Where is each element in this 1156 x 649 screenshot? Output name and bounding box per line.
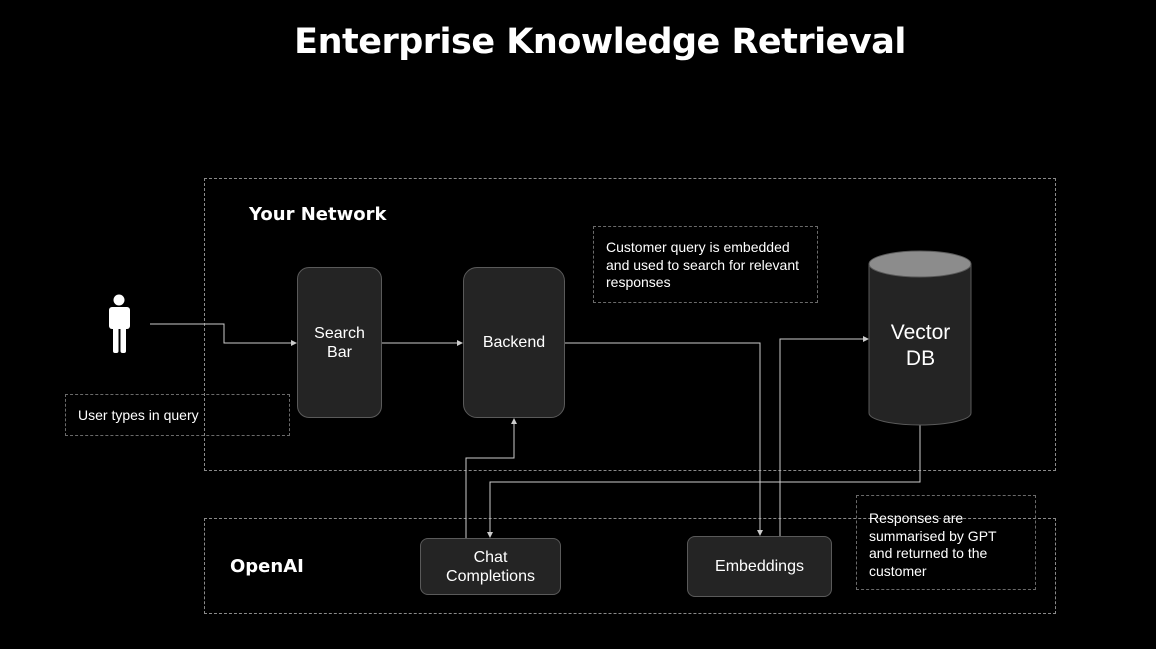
openai-region [204,518,1056,614]
vector-db-label: Vector DB [870,320,971,372]
note-embed-line1: Customer query is embedded [606,239,790,255]
connector-embeddings-to-vectordb [779,336,869,536]
embeddings-node: Embeddings [687,536,832,597]
note-summary: Responses are summarised by GPT and retu… [856,495,1036,590]
chat-label-line2: Completions [446,567,535,585]
search-bar-node: Search Bar [297,267,382,418]
connector-backend-to-embeddings [565,342,763,536]
note-summary-line4: customer [869,562,927,579]
note-embed-line2: and used to search for relevant [606,256,800,273]
your-network-label: Your Network [249,204,387,225]
embeddings-label: Embeddings [715,558,804,575]
openai-label: OpenAI [230,556,304,577]
note-user-query: User types in query [65,394,290,436]
note-summary-line1: Responses are [869,510,964,526]
chat-label-line1: Chat [473,548,508,566]
connector-vectordb-to-chat [487,425,921,538]
vector-db-cylinder [868,250,972,426]
backend-label: Backend [482,334,546,351]
connector-user-to-search [150,323,297,346]
backend-node: Backend [463,267,565,418]
note-summary-line2: summarised by GPT [869,527,997,544]
page-title: Enterprise Knowledge Retrieval [294,22,906,62]
note-summary-line3: and returned to the [869,545,988,561]
person-icon [109,294,130,353]
note-embed-line3: responses [606,274,671,290]
chat-completions-node: Chat Completions [420,538,561,595]
vector-db-label-line1: Vector [890,321,951,344]
search-bar-label-line1: Search [314,324,365,342]
note-user-query-text: User types in query [78,407,199,423]
search-bar-label-line2: Bar [327,343,352,361]
vector-db-label-line2: DB [905,347,936,370]
note-embed-query: Customer query is embedded and used to s… [593,226,818,303]
connector-chat-to-backend [465,418,517,538]
